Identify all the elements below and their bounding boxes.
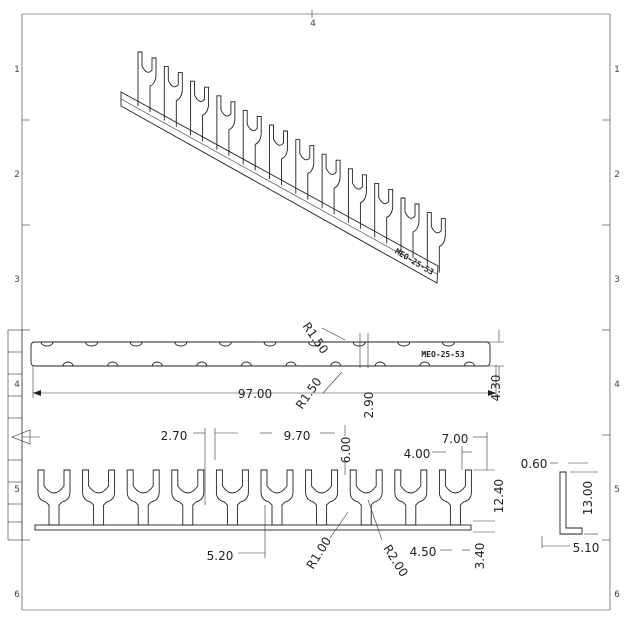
side-title-strip (7, 329, 31, 541)
frame-row-label: 6 (14, 590, 20, 600)
arrowhead (33, 390, 41, 396)
dim-pitch-offset: 2.70 (161, 429, 188, 443)
frame-row-label: 4 (614, 380, 620, 390)
dim-slot-depth: 6.00 (339, 437, 353, 464)
frame-row-label: 6 (614, 590, 620, 600)
dim-fork-height: 12.40 (492, 479, 506, 513)
frame-row-label: 4 (14, 380, 20, 390)
iso-fork (321, 153, 341, 215)
strip-notch-bottom (107, 361, 119, 367)
iso-fork (242, 109, 262, 171)
drawing-frame: 4 1 2 3 4 5 6 1 2 3 4 5 6 (7, 10, 620, 611)
leader-radius-bottom (322, 371, 343, 394)
frame-row-label: 1 (614, 65, 620, 75)
iso-fork (400, 197, 420, 258)
strip-notch-top (352, 341, 366, 347)
strip-notch-top (308, 341, 322, 347)
arrowhead (488, 390, 496, 396)
strip-notch-bottom (285, 361, 297, 367)
flat-strip-notches (40, 341, 475, 367)
strip-notch-bottom (240, 361, 252, 367)
dim-pitch: 9.70 (284, 429, 311, 443)
dim-base-height: 3.40 (473, 543, 487, 570)
strip-notch-top (397, 341, 411, 347)
strip-notch-top (85, 341, 99, 347)
side-profile (559, 471, 583, 535)
strip-notch-top (263, 341, 277, 347)
dim-neck-width: 4.50 (410, 545, 437, 559)
strip-notch-top (129, 341, 143, 347)
leader-inner-radius (329, 511, 349, 539)
dim-fork-width: 7.00 (442, 432, 469, 446)
iso-fork (426, 212, 446, 273)
dim-thickness: 0.60 (521, 457, 548, 471)
iso-fork (374, 182, 394, 244)
strip-notch-bottom (62, 361, 74, 367)
fork-terminal (37, 469, 71, 526)
frame-row-label: 3 (614, 275, 620, 285)
strip-notch-top (441, 341, 455, 347)
fork-terminal (82, 469, 116, 526)
strip-notch-bottom (196, 361, 208, 367)
dim-flange-length: 5.10 (573, 541, 600, 555)
dim-slot-width: 4.00 (404, 447, 431, 461)
iso-fork (190, 80, 210, 142)
strip-notch-top (174, 341, 188, 347)
fork-terminal (215, 469, 249, 526)
strip-notch-top (218, 341, 232, 347)
strip-notch-bottom (151, 361, 163, 367)
dim-total-height: 13.00 (581, 481, 595, 515)
frame-top-marker: 4 (310, 19, 316, 29)
iso-carrier-strip (120, 91, 439, 284)
frame-row-label: 2 (614, 170, 620, 180)
iso-fork (137, 51, 157, 112)
fork-terminal (260, 469, 294, 526)
frame-row-label: 5 (14, 485, 20, 495)
frame-row-label: 5 (614, 485, 620, 495)
fork-terminals (37, 469, 472, 526)
frame-row-label: 2 (14, 170, 20, 180)
frame-row-label: 1 (14, 65, 20, 75)
iso-fork (163, 66, 183, 127)
strip-notch-bottom (374, 361, 386, 367)
side-view: 0.60 13.00 5.10 (521, 457, 600, 555)
iso-fork (269, 124, 288, 185)
strip-notch-bottom (463, 361, 475, 367)
dim-notch-depth: 2.90 (362, 392, 376, 419)
dim-overall-length: 97.00 (238, 387, 272, 401)
leader-outer-radius (367, 499, 383, 541)
fork-terminal (394, 469, 428, 526)
centering-arrow-icon (11, 429, 31, 445)
strip-notch-top (40, 341, 54, 347)
iso-strip-edge (120, 98, 438, 275)
fork-terminal (438, 469, 472, 526)
dim-strip-height: 4.30 (489, 375, 503, 402)
frame-row-label: 3 (14, 275, 20, 285)
fork-terminal (126, 469, 160, 526)
fork-terminal (349, 469, 383, 526)
front-view (34, 469, 472, 531)
iso-fork (295, 139, 315, 200)
iso-fork (347, 168, 367, 229)
fork-terminal (305, 469, 339, 526)
flat-part-code: MEO-25-53 (421, 350, 465, 359)
leader-radius-top (321, 327, 346, 341)
isometric-view (120, 51, 446, 284)
dim-gap: 5.20 (207, 549, 234, 563)
fork-terminal (171, 469, 205, 526)
iso-fork (216, 95, 236, 156)
strip-notch-bottom (419, 361, 431, 367)
strip-notch-bottom (330, 361, 342, 367)
carrier-strip (34, 524, 472, 531)
